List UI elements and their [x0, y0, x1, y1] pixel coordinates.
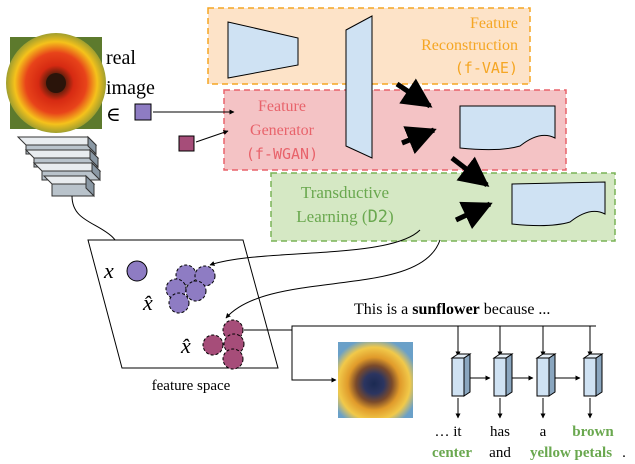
- word-period: .: [622, 445, 626, 461]
- caption-bold-class: sunflower: [412, 301, 480, 318]
- caption-prefix: This is a: [354, 301, 412, 318]
- word-brown: brown: [572, 424, 614, 440]
- d2-close-paren: ): [388, 207, 394, 226]
- word-has: has: [490, 424, 510, 440]
- generated-feature-shape-2: [511, 181, 606, 227]
- wgan-code-label: (f-WGAN): [246, 145, 318, 163]
- d2-code-label: D2: [368, 207, 388, 227]
- lstm-cell-2: [492, 353, 514, 397]
- caption-suffix: because ...: [480, 301, 551, 318]
- generator-trapezoid: [345, 15, 373, 159]
- generated-feature-shape-1: [459, 105, 556, 151]
- real-feature-point: [126, 260, 148, 282]
- thick-arrow-4: [454, 201, 493, 230]
- real-feature-square: [134, 103, 152, 121]
- lstm-cell-3: [535, 353, 557, 397]
- word-a: a: [540, 424, 547, 440]
- thick-arrow-1: [395, 78, 433, 109]
- lstm-cell-4: [582, 353, 604, 397]
- image-label: image: [106, 77, 155, 99]
- cluster-branch-line: [244, 329, 337, 383]
- d2-title-line2-text: Learning (: [296, 207, 368, 226]
- generated-cluster-magenta: [202, 319, 245, 370]
- explanation-words: … it has a brown center and yellow petal…: [432, 424, 626, 461]
- lstm-cell-1: [450, 353, 472, 397]
- d2-title-line1: Transductive: [301, 183, 389, 202]
- vae-title-line2: Reconstruction: [421, 37, 518, 54]
- thick-arrows: [395, 78, 493, 230]
- x-hat-label-1: x̂: [142, 290, 153, 315]
- vae-code-label: (f-VAE): [455, 59, 518, 77]
- flower-photo: [6, 33, 106, 133]
- wgan-title-line2: Generator: [250, 122, 315, 139]
- cnn-layer-4: [42, 174, 96, 198]
- explanation-caption: This is a sunflower because ...: [354, 301, 550, 318]
- word-and: and: [489, 445, 511, 461]
- caption-branch-line: [291, 325, 596, 330]
- noise-arrow: [195, 130, 229, 143]
- encoder-trapezoid: [227, 21, 299, 79]
- feature-space-label: feature space: [152, 378, 231, 394]
- generated-cluster-purple: [165, 264, 216, 314]
- wgan-title-line1: Feature: [258, 98, 306, 115]
- vae-title-line1: Feature: [470, 15, 518, 32]
- thick-arrow-3: [450, 156, 490, 187]
- x-hat-label-2: x̂: [180, 333, 191, 358]
- word-yellow-petals: yellow petals: [530, 445, 612, 461]
- x-real-label: x: [103, 258, 114, 283]
- word-center: center: [432, 445, 472, 461]
- generated-to-cluster-arrow-1: [209, 229, 421, 266]
- cnn-stack-icon: [16, 135, 102, 198]
- real-label: real: [106, 47, 136, 69]
- lstm-cells: [450, 353, 604, 397]
- element-of-symbol: ∈: [106, 104, 121, 126]
- generated-to-cluster-arrow-2: [225, 239, 441, 319]
- noise-square: [178, 135, 195, 152]
- flower-crop-photo: [338, 342, 413, 418]
- d2-title-line2: Learning (D2): [296, 207, 393, 227]
- thick-arrow-2: [401, 126, 437, 155]
- lstm-chain: [450, 326, 604, 419]
- word-it: … it: [434, 424, 462, 440]
